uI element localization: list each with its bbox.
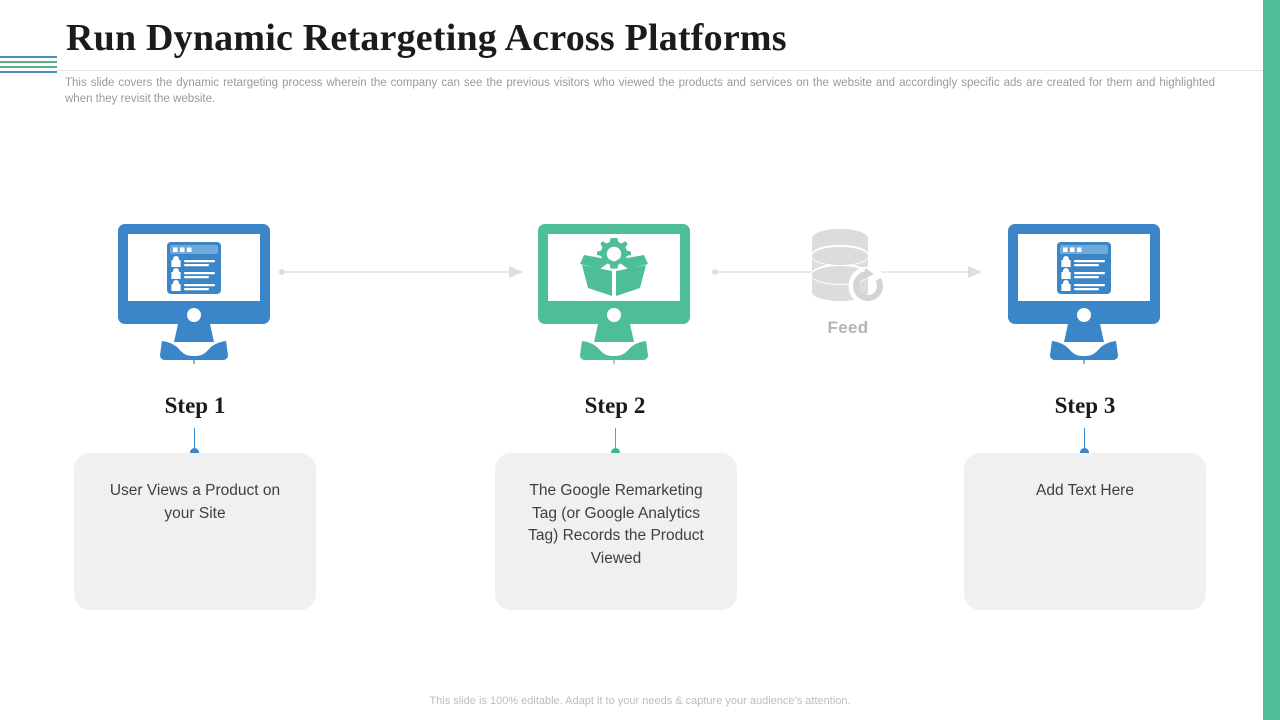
step-label-3: Step 3 [1054, 393, 1116, 418]
step-card-text-2: The Google Remarketing Tag (or Google An… [528, 482, 704, 567]
header-divider [57, 70, 1263, 71]
connector-stem-2 [615, 428, 616, 451]
database-refresh-icon [806, 228, 890, 310]
step-card-text-3: Add Text Here [1036, 482, 1134, 499]
right-edge-accent-bar [1263, 0, 1280, 720]
page-title: Run Dynamic Retargeting Across Platforms [66, 17, 787, 59]
connector-stem-3 [1084, 428, 1085, 451]
monitor-browser-list-icon-step3 [1008, 224, 1160, 364]
accent-line-blue-1 [0, 56, 57, 58]
connector-stem-1 [194, 428, 195, 451]
step-label-2: Step 2 [584, 393, 646, 418]
step-card-3[interactable]: Add Text Here [964, 453, 1206, 610]
accent-line-green-1 [0, 61, 57, 63]
connector-dot-1 [190, 448, 199, 457]
step-card-text-1: User Views a Product on your Site [109, 482, 281, 522]
title-accent-lines [0, 56, 57, 73]
feed-label: Feed [827, 318, 869, 337]
arrow-step1-to-step2 [279, 265, 523, 278]
slide-footer-note: This slide is 100% editable. Adapt it to… [429, 695, 851, 707]
monitor-open-box-gear-icon-step2 [538, 224, 690, 364]
monitor-browser-list-icon-step1 [118, 224, 270, 364]
accent-line-green-2 [0, 66, 57, 68]
step-card-2[interactable]: The Google Remarketing Tag (or Google An… [495, 453, 737, 610]
slide-subtitle: This slide covers the dynamic retargetin… [65, 77, 1215, 105]
accent-line-blue-2 [0, 71, 57, 73]
connector-dot-2 [611, 448, 620, 457]
step-label-1: Step 1 [164, 393, 226, 418]
connector-dot-3 [1080, 448, 1089, 457]
step-card-1[interactable]: User Views a Product on your Site [74, 453, 316, 610]
